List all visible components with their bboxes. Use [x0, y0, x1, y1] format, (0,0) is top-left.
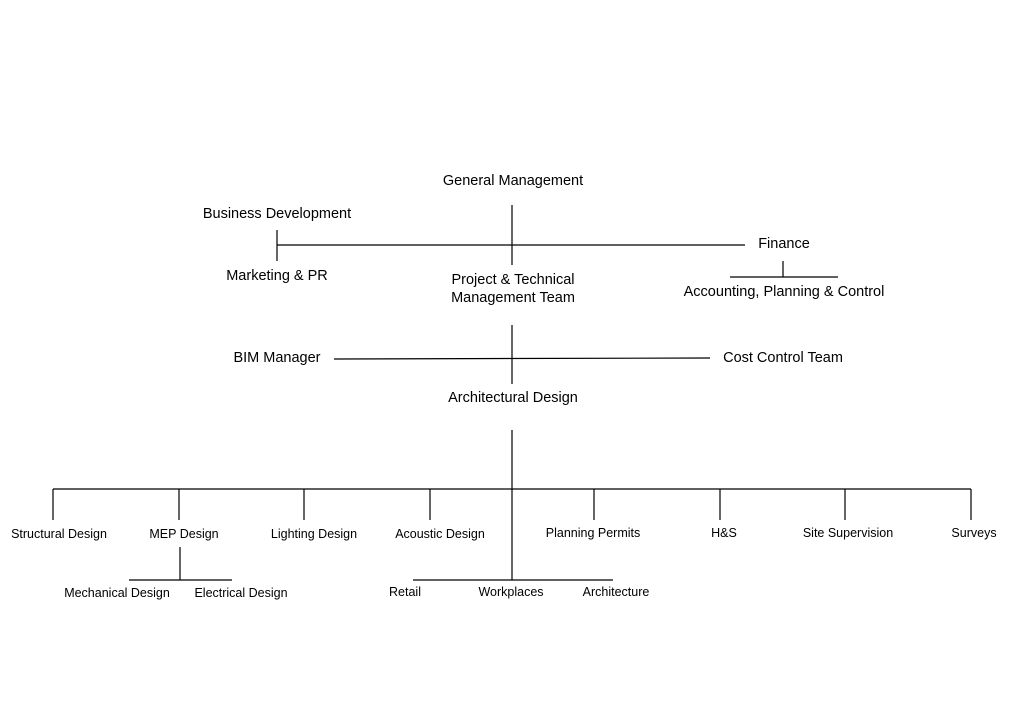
- node-mep-design: MEP Design: [149, 527, 219, 542]
- node-marketing-pr: Marketing & PR: [226, 267, 328, 284]
- node-accounting: Accounting, Planning & Control: [683, 283, 885, 300]
- node-surveys: Surveys: [951, 526, 997, 541]
- node-retail: Retail: [389, 585, 421, 600]
- node-general-management: General Management: [442, 172, 584, 189]
- node-architectural-design: Architectural Design: [448, 389, 578, 406]
- node-hs: H&S: [711, 526, 737, 541]
- node-mechanical-design: Mechanical Design: [64, 586, 170, 601]
- node-cost-control: Cost Control Team: [723, 349, 843, 366]
- node-planning-permits: Planning Permits: [545, 526, 641, 541]
- node-architecture: Architecture: [582, 585, 650, 600]
- node-site-supervision: Site Supervision: [802, 526, 894, 541]
- node-workplaces: Workplaces: [478, 585, 544, 600]
- node-acoustic-design: Acoustic Design: [395, 527, 485, 542]
- node-project-team-line2: Management Team: [451, 290, 575, 306]
- node-project-team-line1: Project & Technical: [451, 271, 575, 288]
- node-lighting-design: Lighting Design: [270, 527, 358, 542]
- node-bim-manager: BIM Manager: [233, 349, 321, 366]
- node-finance: Finance: [758, 235, 810, 252]
- node-business-development: Business Development: [202, 205, 352, 222]
- node-electrical-design: Electrical Design: [194, 586, 288, 601]
- node-structural-design: Structural Design: [11, 527, 107, 542]
- node-project-technical-team: Project & Technical Management Team: [451, 271, 575, 307]
- bim-cost-horizontal: [333, 357, 711, 360]
